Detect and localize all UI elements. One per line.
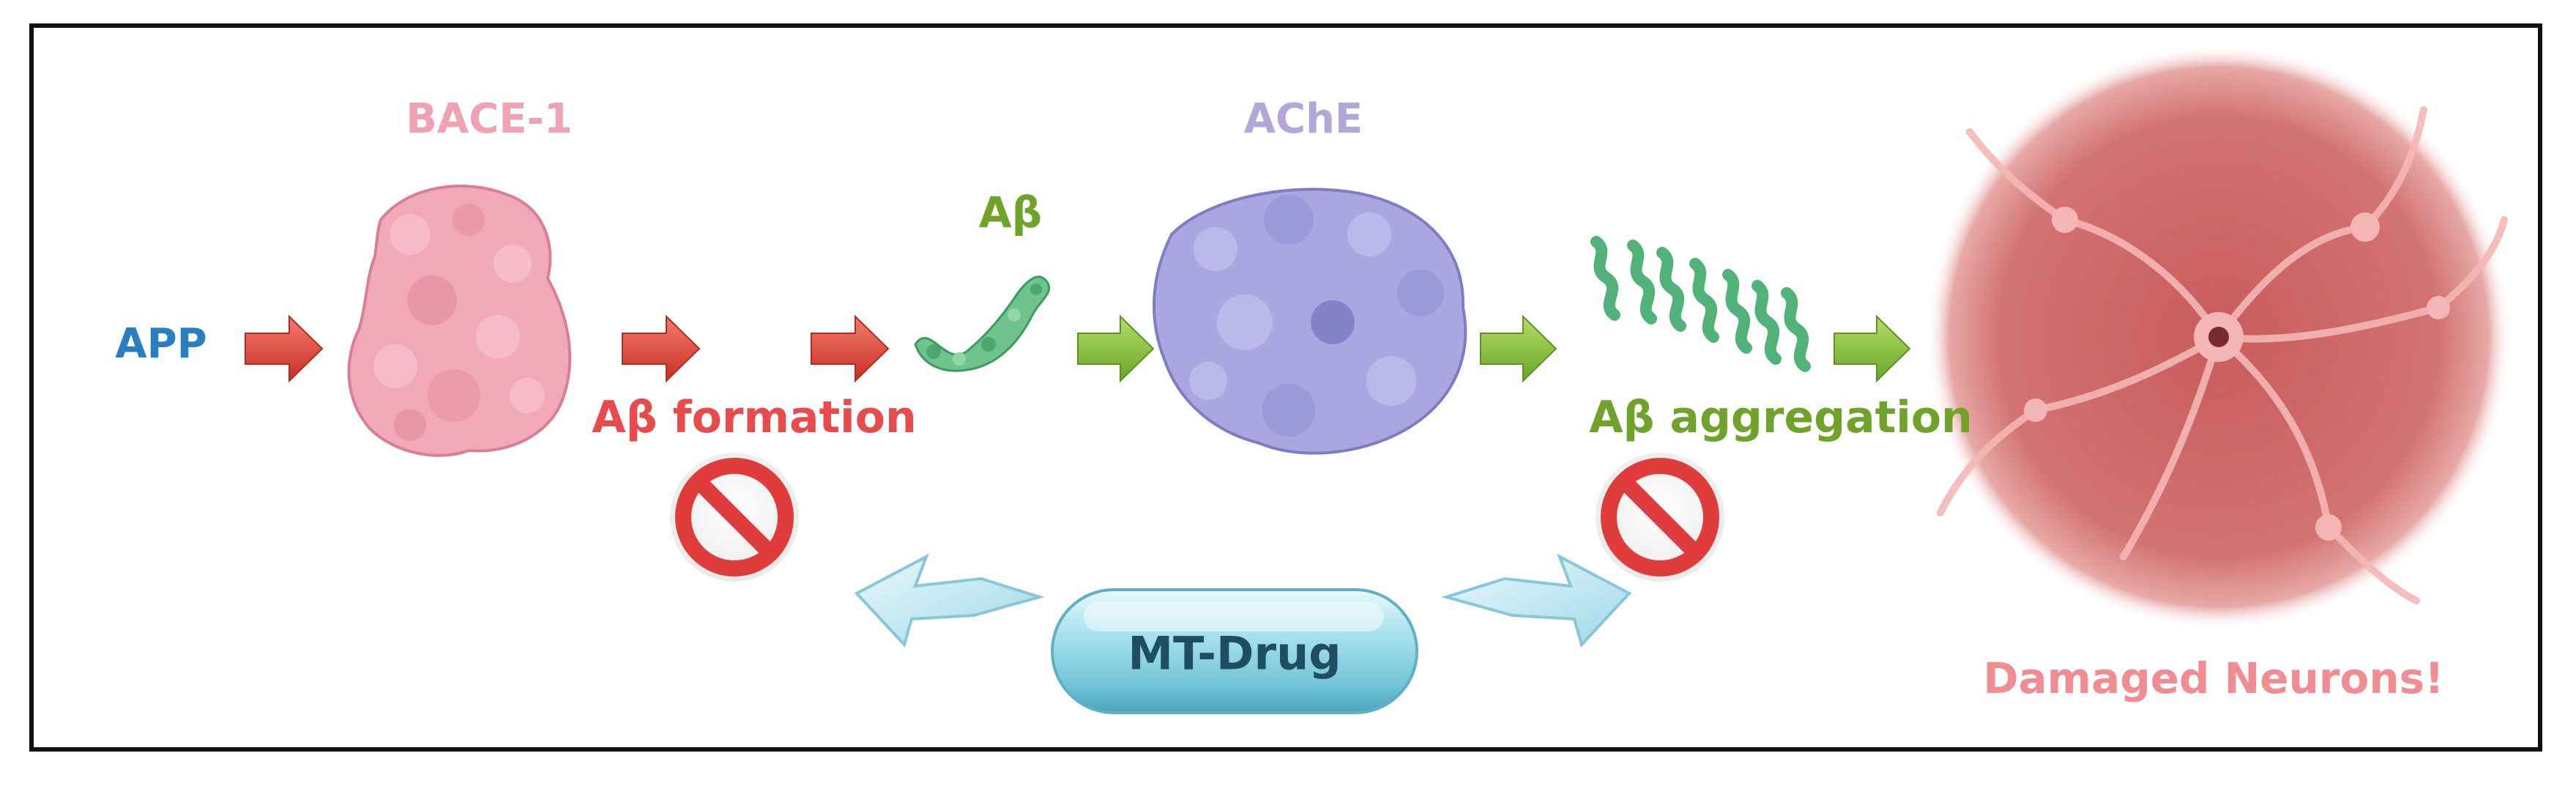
arrow-aggregation-to-neurons (1834, 314, 1911, 383)
arrow-formation-to-abeta (811, 314, 890, 383)
abeta-peptide (914, 275, 1050, 372)
drug-arrow-left (854, 553, 1046, 648)
arrow-app-to-bace (245, 314, 324, 383)
label-app: APP (115, 320, 207, 368)
arrow-abeta-to-ache (1077, 314, 1155, 383)
abeta-aggregates (1590, 236, 1811, 372)
arrow-ache-to-aggregation (1480, 314, 1557, 383)
arrow-bace-to-formation (622, 314, 701, 383)
mt-drug-pill (1051, 588, 1418, 714)
label-mt-drug: MT-Drug (1128, 626, 1341, 681)
drug-arrow-right (1440, 553, 1632, 648)
prohibited-icon (1596, 453, 1724, 582)
label-abeta: Aβ (978, 188, 1043, 237)
prohibited-icon (670, 453, 799, 582)
label-abeta-aggregation: Aβ aggregation (1589, 392, 1973, 443)
ache-protein (1153, 188, 1467, 455)
label-abeta-formation: Aβ formation (592, 392, 917, 443)
label-ache: AChE (1243, 95, 1363, 143)
label-damaged-neurons: Damaged Neurons! (1983, 653, 2444, 703)
label-bace1: BACE-1 (406, 95, 573, 143)
bace1-protein (347, 185, 572, 457)
damaged-neurons-image (1926, 44, 2512, 630)
